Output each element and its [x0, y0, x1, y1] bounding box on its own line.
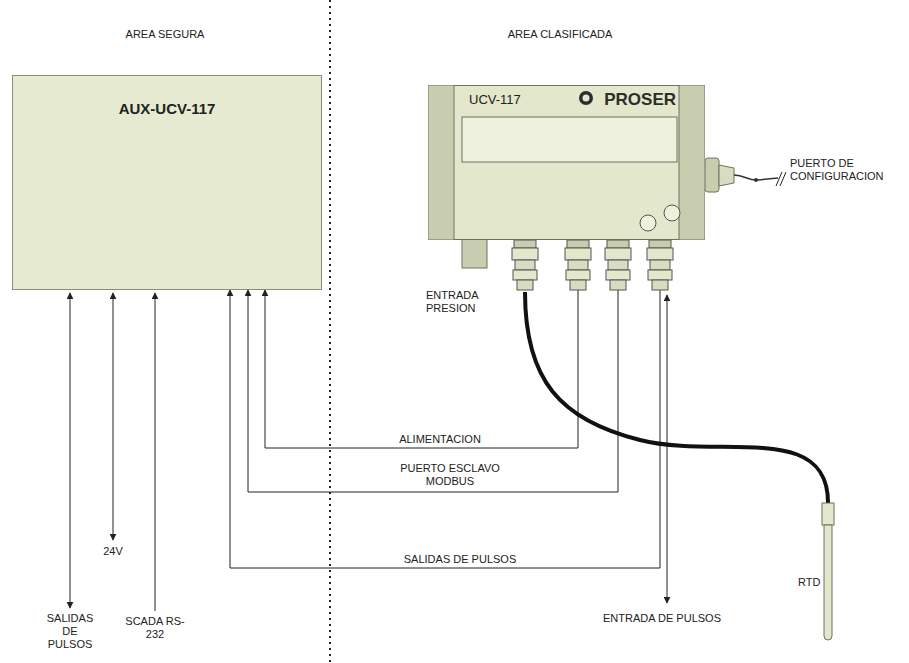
connector-label: SALIDAS DE PULSOS: [388, 553, 532, 566]
cable-gland: [512, 240, 538, 290]
connector-label: ALIMENTACION: [383, 433, 497, 446]
signal-label: SCADA RS-232: [125, 615, 185, 641]
config-cable-knot: [754, 178, 758, 182]
signal-arrow: [667, 295, 668, 603]
cable-gland: [565, 240, 591, 290]
signal-label: ENTRADA DE PULSOS: [603, 612, 721, 625]
signal-label: SALIDAS DE PULSOS: [42, 612, 98, 651]
cable-gland: [647, 240, 673, 290]
config-plug: [719, 165, 734, 186]
cable-gland: [605, 240, 631, 290]
signal-arrow: [70, 293, 71, 608]
signal-arrow: [113, 293, 114, 540]
unit-name: AUX-UCV-117: [13, 100, 321, 117]
connector-label: PUERTO ESCLAVO MODBUS: [383, 462, 517, 488]
signal-label: 24V: [103, 545, 123, 558]
port-label: PUERTO DE CONFIGURACION: [790, 157, 906, 183]
pressure-port: [462, 238, 487, 268]
signal-arrow: [155, 293, 156, 611]
auxiliary-unit-box: AUX-UCV-117: [12, 75, 322, 290]
brand-logo: PROSER: [604, 90, 676, 110]
config-connector: [705, 158, 719, 192]
rtd-probe: [824, 525, 832, 640]
rtd-head: [822, 503, 834, 525]
area-title: AREA CLASIFICADA: [508, 28, 613, 41]
sensor-label: RTD: [798, 576, 820, 589]
cable-break: [780, 172, 786, 186]
unit-name: UCV-117: [469, 92, 521, 107]
area-title: AREA SEGURA: [126, 28, 205, 41]
field-unit-housing: UCV-117 PROSER: [428, 85, 705, 240]
port-label: ENTRADA PRESION: [426, 289, 488, 315]
area-divider: [329, 0, 331, 663]
rtd-cable: [525, 292, 828, 505]
